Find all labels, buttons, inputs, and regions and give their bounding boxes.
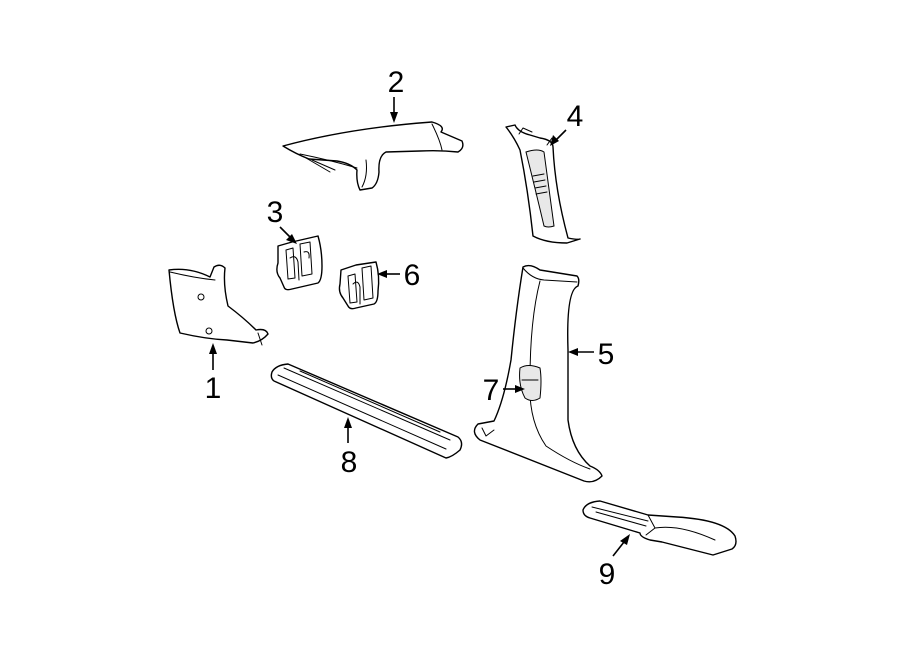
part-6-retaining-clip[interactable] <box>338 261 380 310</box>
leader-6 <box>377 270 400 278</box>
callout-7: 7 <box>483 374 500 407</box>
leader-8 <box>344 417 352 443</box>
leader-9 <box>612 534 630 557</box>
callout-1: 1 <box>205 372 222 405</box>
leader-4 <box>550 129 567 146</box>
leader-1 <box>209 343 217 370</box>
callout-4: 4 <box>567 100 584 133</box>
leader-7 <box>503 385 525 393</box>
callout-2: 2 <box>388 66 405 99</box>
callout-9: 9 <box>599 558 616 591</box>
leader-5 <box>568 348 594 356</box>
part-1-cowl-side-trim[interactable] <box>168 264 269 346</box>
part-2-a-pillar-upper-trim[interactable] <box>282 121 464 191</box>
part-9-rear-scuff-plate[interactable] <box>582 500 737 556</box>
part-8-front-scuff-plate[interactable] <box>270 363 463 459</box>
callout-5: 5 <box>598 338 615 371</box>
leader-2 <box>390 97 398 123</box>
part-3-retaining-clip[interactable] <box>276 235 323 291</box>
callout-6: 6 <box>404 259 421 292</box>
leader-3 <box>279 226 297 244</box>
part-4-b-pillar-upper-trim[interactable] <box>505 124 581 244</box>
callout-3: 3 <box>267 196 284 229</box>
callout-8: 8 <box>341 446 358 479</box>
